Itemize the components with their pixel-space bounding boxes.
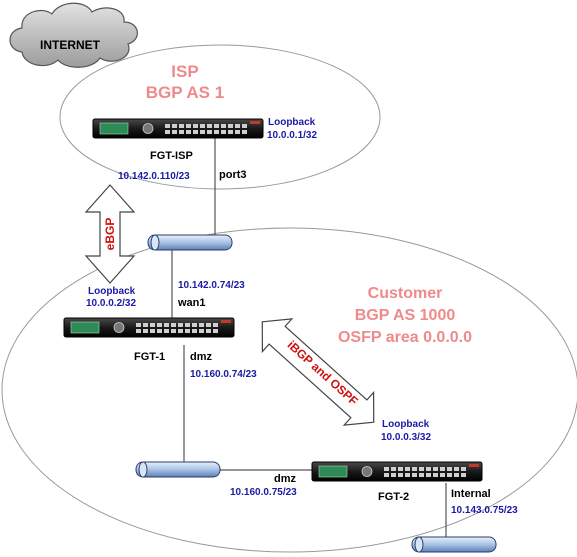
fgt-1-device [63,317,235,338]
cloud-icon [9,2,138,68]
fgt-2-dmz-ip: 10.160.0.75/23 [230,487,297,498]
fgt-1-dmz-ip: 10.160.0.74/23 [190,369,257,380]
fgt-1-wan-label: wan1 [177,297,206,309]
fgt-2-internal-ip: 10.143.0.75/23 [451,505,518,516]
fgt-2-dmz-label: dmz [274,473,297,485]
ibgp-ospf-arrow [261,318,375,426]
fgt-isp-port-ip: 10.142.0.110/23 [118,171,190,182]
ebgp-arrow [84,184,136,284]
fgt-2-device [311,461,483,482]
fgt-2-name: FGT-2 [378,491,409,503]
customer-zone-area: OSFP area 0.0.0.0 [338,329,472,346]
fgt-isp-loopback-ip: 10.0.0.1/32 [267,130,317,141]
fgt-1-name: FGT-1 [134,351,165,363]
fgt-isp-name: FGT-ISP [150,150,193,162]
fgt-isp-port-label: port3 [219,169,247,181]
isp-zone-title: ISP [171,62,198,81]
fgt-2-loopback-label: Loopback [382,419,430,430]
isp-zone-subtitle: BGP AS 1 [146,83,224,102]
fgt-1-loopback-ip: 10.0.0.2/32 [86,298,136,309]
customer-zone-subtitle: BGP AS 1000 [355,307,456,324]
fgt-1-wan-ip: 10.142.0.74/23 [178,280,245,291]
customer-zone-title: Customer [368,285,443,302]
internet-label: INTERNET [40,38,101,52]
ebgp-label: eBGP [103,218,117,251]
fgt-1-loopback-label: Loopback [88,286,136,297]
fgt-2-internal-label: Internal [451,488,491,500]
segment-isp-transit [147,234,233,251]
fgt-isp-device [92,118,264,139]
segment-internal [411,536,497,553]
segment-dmz [135,461,221,478]
ibgp-ospf-label: iBGP and OSPF [285,338,361,408]
fgt-2-loopback-ip: 10.0.0.3/32 [381,432,431,443]
isp-zone-ellipse [59,44,381,190]
fgt-isp-loopback-label: Loopback [268,117,316,128]
customer-zone-ellipse [1,227,577,553]
fgt-1-dmz-label: dmz [190,351,213,363]
